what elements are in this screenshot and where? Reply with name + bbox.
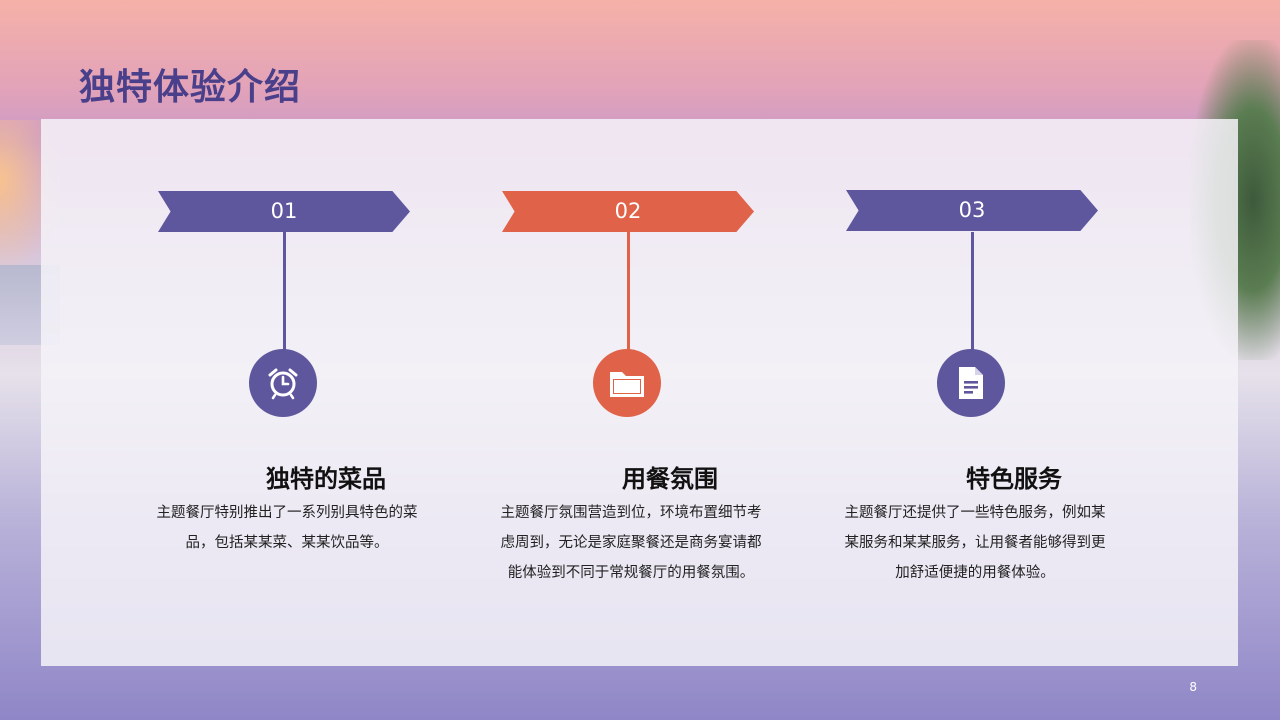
folder-icon [610, 372, 644, 397]
content-panel: 01 独特的菜品 主题餐厅特别推出了一系列别具特色的菜品，包括某某菜、某某饮品等… [41, 119, 1238, 666]
alarm-clock-icon [268, 368, 298, 400]
step-ribbon-2: 02 [502, 191, 754, 232]
feature-description-3: 主题餐厅还提供了一些特色服务，例如某某服务和某某服务，让用餐者能够得到更加舒适便… [844, 505, 1106, 581]
step-ribbon-1: 01 [158, 191, 410, 232]
slide-title: 独特体验介绍 [79, 67, 302, 108]
icon-circle-3 [937, 349, 1005, 417]
feature-description-2: 主题餐厅氛围营造到位，环境布置细节考虑周到，无论是家庭聚餐还是商务宴请都能体验到… [500, 505, 762, 581]
feature-heading-2: 用餐氛围 [622, 465, 718, 493]
document-icon [959, 367, 983, 399]
connector-line-2 [627, 232, 630, 350]
feature-column-2: 02 用餐氛围 主题餐厅氛围营造到位，环境布置细节考虑周到，无论是家庭聚餐还是商… [500, 119, 840, 666]
feature-column-3: 03 特色服务 主题餐厅还提供了一些特色服务，例如某某服务和某某服务，让用餐者能… [844, 119, 1184, 666]
feature-heading-1: 独特的菜品 [266, 465, 386, 493]
page-number: 8 [1189, 680, 1197, 694]
icon-circle-1 [249, 349, 317, 417]
icon-circle-2 [593, 349, 661, 417]
connector-line-1 [283, 232, 286, 350]
feature-column-1: 01 独特的菜品 主题餐厅特别推出了一系列别具特色的菜品，包括某某菜、某某饮品等… [156, 119, 496, 666]
feature-description-1: 主题餐厅特别推出了一系列别具特色的菜品，包括某某菜、某某饮品等。 [156, 505, 418, 551]
connector-line-3 [971, 232, 974, 350]
feature-heading-3: 特色服务 [966, 465, 1062, 493]
step-ribbon-3: 03 [846, 190, 1098, 231]
